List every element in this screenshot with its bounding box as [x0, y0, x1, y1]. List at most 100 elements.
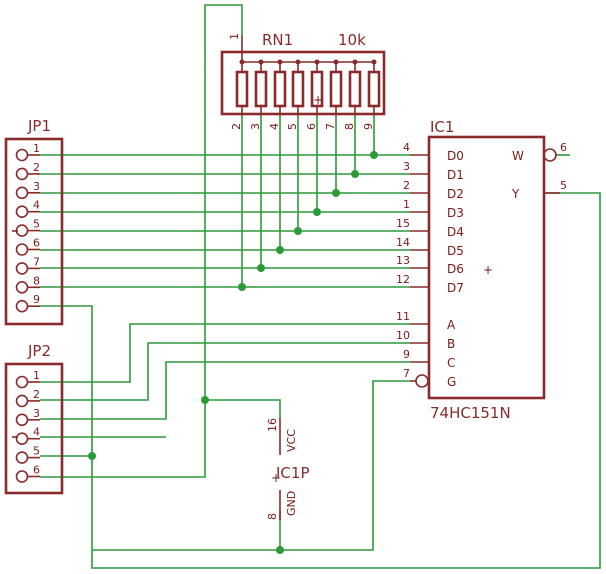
- rn1-resistor-9: [367, 70, 381, 108]
- junction: [257, 264, 265, 272]
- ic1-pin-num-9: 9: [403, 348, 410, 361]
- ic1-pin-num-12: 12: [396, 273, 410, 286]
- ic1-signal-d3: D3: [447, 206, 464, 220]
- ic1-signal-b: B: [447, 337, 455, 351]
- ic1-signal-a: A: [447, 318, 456, 332]
- ic1-pin-num-3: 3: [403, 160, 410, 173]
- junction: [351, 170, 359, 178]
- connector-jp2: JP2 1 2 3 4 5 6: [4, 342, 64, 495]
- jp2-name: JP2: [27, 342, 51, 360]
- rn1-pin-5: 5: [286, 123, 299, 130]
- jp2-pin-2: 2: [33, 388, 40, 401]
- rn1-resistor-3: [254, 70, 268, 108]
- ic1-pin-num-10: 10: [396, 329, 410, 342]
- ic1p-plus: +: [271, 471, 281, 485]
- ic1-signal-d1: D1: [447, 168, 464, 182]
- jp2-pad-3: [15, 413, 29, 427]
- jp1-name: JP1: [27, 117, 51, 135]
- jp2-pin-1: 1: [33, 369, 40, 382]
- rn1-resistor-8: [348, 70, 362, 108]
- ic1p-name: IC1P: [276, 464, 310, 482]
- jp1-pad-9: [15, 299, 29, 313]
- jp1-pin-2: 2: [33, 161, 40, 174]
- ic1-name: IC1: [430, 118, 454, 136]
- rn1-resistor-2: [235, 70, 249, 108]
- jp1-pin-9: 9: [33, 293, 40, 306]
- ic1-pin-num-11: 11: [396, 310, 410, 323]
- rn1-resistor-6: [310, 70, 324, 108]
- jp1-pin-5: 5: [33, 218, 40, 231]
- ic1-pin-num-6: 6: [560, 141, 567, 154]
- ic1-pin-num-4: 4: [403, 141, 410, 154]
- rn1-resistor-7: [329, 70, 343, 108]
- jp1-pin-7: 7: [33, 255, 40, 268]
- wire-vcc-ic1p: [205, 399, 281, 418]
- rn1-resistor-4: [273, 70, 287, 108]
- ic1-inversion-bubble: [543, 148, 557, 162]
- jp2-pin-5: 5: [33, 445, 40, 458]
- jp1-pad-7: [15, 262, 29, 275]
- jp2-pin-4: 4: [33, 426, 40, 439]
- wire-jp1-9: [40, 192, 601, 569]
- rn1-name: RN1: [262, 31, 293, 49]
- wire-jp2-2-a: [40, 323, 410, 383]
- jp1-pin-6: 6: [33, 237, 40, 250]
- rn1-pin-2: 2: [230, 123, 243, 130]
- junction: [88, 452, 96, 460]
- junction: [370, 151, 378, 159]
- ic1-signal-d2: D2: [447, 187, 464, 201]
- jp1-pad-8: [15, 280, 29, 294]
- junction: [201, 396, 209, 404]
- wire-jp2-3-b: [40, 342, 410, 401]
- junction: [294, 227, 302, 235]
- jp1-pad-6: [15, 243, 29, 256]
- ic1p-gnd-label: GND: [285, 491, 298, 516]
- ic1-pin-num-1: 1: [403, 198, 410, 211]
- rn1-pin-9: 9: [362, 123, 375, 130]
- ic1-power: 16 VCC IC1P + GND 8: [266, 418, 310, 520]
- jp2-body: [4, 362, 64, 495]
- jp1-pad-5: [15, 224, 29, 237]
- rn1-resistor-5: [291, 70, 305, 108]
- ic1-pin-num-14: 14: [396, 236, 410, 249]
- jp1-pad-3: [15, 186, 29, 200]
- jp2-pin-6: 6: [33, 464, 40, 477]
- ic1-signal-d4: D4: [447, 225, 464, 239]
- ic1p-vcc-pin: 16: [266, 418, 279, 432]
- ic1-signal-d6: D6: [447, 262, 464, 276]
- jp2-pin-3: 3: [33, 407, 40, 420]
- ic1-signal-d0: D0: [447, 149, 464, 163]
- junction: [238, 283, 246, 291]
- junctions: [88, 151, 378, 554]
- rn1-plus: +: [313, 93, 323, 107]
- wires: [40, 4, 601, 569]
- ic1-pin-num-5: 5: [560, 179, 567, 192]
- rn1-common-pin: 1: [228, 33, 241, 40]
- rn1-pin-3: 3: [249, 123, 262, 130]
- jp1-pin-1: 1: [33, 142, 40, 155]
- jp2-pad-4: [15, 432, 29, 446]
- ic1-inversion-bubble: [415, 374, 429, 388]
- junction: [332, 189, 340, 197]
- rn1-value: 10k: [338, 31, 366, 49]
- ic1-signal-d5: D5: [447, 244, 464, 258]
- jp1-pin-8: 8: [33, 274, 40, 287]
- ic1-pin-num-7: 7: [403, 367, 410, 380]
- ic1-signal-d7: D7: [447, 281, 464, 295]
- ic1p-gnd-pin: 8: [266, 513, 279, 520]
- junction: [313, 208, 321, 216]
- ic1-pin-num-13: 13: [396, 254, 410, 267]
- jp1-pad-4: [15, 205, 29, 218]
- ic1-pin-num-15: 15: [396, 217, 410, 230]
- wire-jp2-4-c: [40, 361, 410, 420]
- rn1-pin-4: 4: [268, 123, 281, 130]
- ic1-signal-c: C: [447, 356, 455, 370]
- jp1-pin-3: 3: [33, 180, 40, 193]
- jp2-pad-5: [15, 451, 29, 464]
- junction: [276, 246, 284, 254]
- junction: [276, 546, 284, 554]
- wire-gnd-rail: [92, 380, 410, 551]
